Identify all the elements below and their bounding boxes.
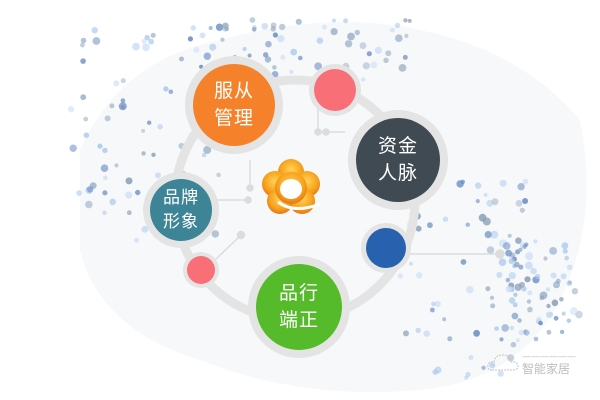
label-line1: 服从 [213,80,254,102]
label-line2: 形象 [163,212,199,232]
label-line1: 品行 [278,282,319,304]
accent-dot-blue-right [366,228,406,268]
accent-dot-pink-bottom-left [187,256,215,284]
node-resources-label: 资金 人脉 [378,133,418,187]
accent-dot-pink-top [314,69,356,111]
node-brand[interactable]: 品牌 形象 [150,179,212,241]
watermark-line2: 智能家居 [522,362,571,376]
flower-q-logo-icon [262,159,321,214]
node-management[interactable]: 服从 管理 [193,64,275,146]
node-management-label: 服从 管理 [214,78,254,132]
cloud-logo-icon [487,354,519,371]
label-line2: 管理 [213,107,254,129]
node-integrity[interactable]: 品行 端正 [256,264,342,350]
label-line1: 资金 [377,135,418,157]
watermark: —————— 智能家居 [486,350,586,376]
label-line2: 端正 [278,309,319,331]
label-line2: 人脉 [377,162,418,184]
node-integrity-label: 品行 端正 [279,280,319,334]
node-brand-label: 品牌 形象 [163,186,199,234]
label-line1: 品牌 [163,188,199,208]
watermark-line1: —————— [522,352,576,362]
node-resources[interactable]: 资金 人脉 [356,118,440,202]
